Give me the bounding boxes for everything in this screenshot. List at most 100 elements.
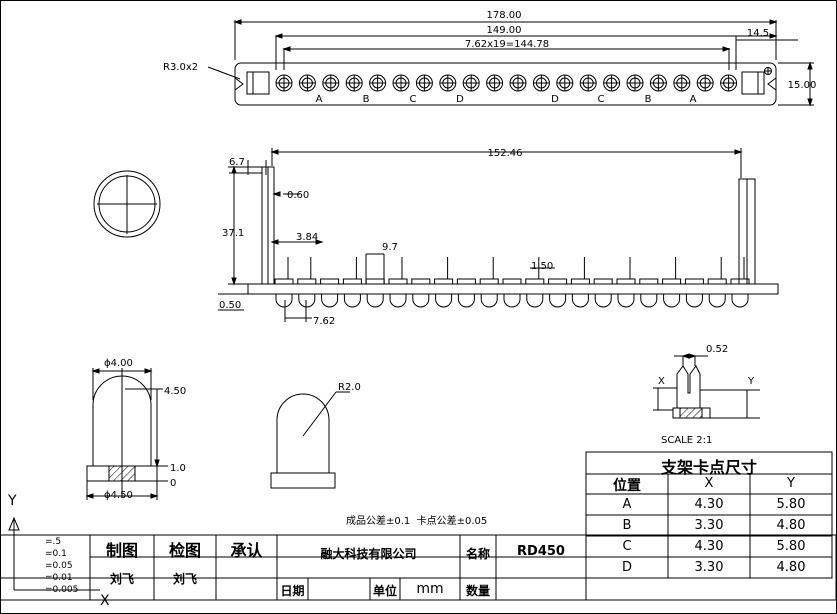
tolerance-4: =0.01 — [45, 573, 73, 583]
dim-led-height: 4.50 — [164, 386, 186, 397]
pin-socket — [274, 278, 294, 285]
pin-lens — [731, 294, 749, 308]
table-row-c-x: 4.30 — [694, 539, 724, 554]
dim-1-50: 1.50 — [531, 261, 553, 272]
dim-7-62: 7.62 — [313, 316, 335, 327]
pin-socket — [320, 278, 340, 285]
pin-lens — [549, 294, 567, 308]
tolerance-1: =.5 — [45, 537, 62, 547]
pin-socket — [548, 278, 568, 285]
pin-socket — [411, 278, 431, 285]
pin-lens — [571, 294, 589, 308]
approve-label: 承认 — [230, 541, 263, 560]
dim-3-84: 3.84 — [296, 232, 318, 243]
ucs-icon — [8, 516, 100, 591]
pin-socket — [525, 278, 545, 285]
pin-lens — [685, 294, 703, 308]
date-label: 日期 — [280, 584, 305, 598]
pin-lens — [366, 294, 384, 308]
title-block-grid — [0, 534, 837, 601]
pin-socket — [434, 278, 454, 285]
top-view-holes — [275, 74, 738, 92]
detail-scale: SCALE 2:1 — [661, 435, 712, 446]
pin-socket — [502, 278, 522, 285]
name-label: 名称 — [465, 547, 490, 561]
tolerance-3: =0.05 — [45, 561, 73, 571]
label-b1: B — [363, 94, 370, 105]
table-row-b-label: B — [622, 518, 632, 533]
label-b2: B — [645, 94, 652, 105]
detail-view-text: 0.52 X Y SCALE 2:1 — [658, 344, 755, 446]
label-d2: D — [551, 94, 559, 105]
label-a2: A — [690, 94, 697, 105]
support-table-title: 支架卡点尺寸 — [660, 458, 757, 477]
dim-dia-top: ϕ4.00 — [104, 358, 133, 369]
dim-0-50: 0.50 — [219, 300, 241, 311]
dim-dia-base: ϕ4.50 — [104, 490, 133, 501]
dim-end-offset: 14.5 — [747, 28, 769, 39]
drawn-label: 制图 — [105, 541, 138, 560]
unit-label: 单位 — [372, 584, 397, 598]
pin-socket — [684, 278, 704, 285]
tolerance-5: =0.005 — [45, 585, 79, 595]
qty-label: 数量 — [465, 584, 490, 598]
dim-height: 15.00 — [788, 80, 817, 91]
table-row-d-label: D — [621, 560, 632, 575]
unit-value: mm — [416, 581, 444, 597]
pin-lens — [321, 294, 339, 308]
dim-6-7: 6.7 — [229, 157, 245, 168]
pin-lens — [343, 294, 361, 308]
table-row-a-y: 5.80 — [776, 497, 806, 512]
support-table-grid — [585, 451, 833, 579]
table-row-d-x: 3.30 — [694, 560, 724, 575]
pin-socket — [479, 278, 499, 285]
top-view-text: 178.00 149.00 7.62x19=144.78 14.5 15.00 … — [163, 10, 816, 105]
detail-view — [653, 353, 760, 419]
table-row-a-x: 4.30 — [694, 497, 724, 512]
dim-9-7: 9.7 — [382, 242, 398, 253]
table-row-b-y: 4.80 — [776, 518, 806, 533]
dim-hole-span: 149.00 — [487, 25, 522, 36]
table-row-c-label: C — [622, 539, 632, 554]
label-d1: D — [456, 94, 464, 105]
drawn-by: 刘飞 — [109, 572, 134, 586]
table-row-b-x: 3.30 — [694, 518, 724, 533]
pin-socket — [570, 278, 590, 285]
pin-lens — [708, 294, 726, 308]
pin-lens — [298, 294, 316, 308]
pin-socket — [365, 278, 385, 285]
pin-socket — [456, 278, 476, 285]
side-view — [218, 148, 779, 322]
pin-socket — [297, 278, 317, 285]
pin-socket — [388, 278, 408, 285]
dim-37-1: 37.1 — [222, 228, 244, 239]
pin-lens — [412, 294, 430, 308]
pin-socket — [342, 278, 362, 285]
pin-lens — [526, 294, 544, 308]
led-view — [85, 368, 168, 500]
pin-lens — [640, 294, 658, 308]
pin-lens — [617, 294, 635, 308]
dim-zero: 0 — [170, 478, 176, 489]
name-value: RD450 — [517, 544, 565, 559]
pin-socket — [730, 278, 750, 285]
ucs-x-label: X — [100, 593, 110, 609]
ucs-y-label: Y — [7, 493, 17, 509]
pin-lens — [663, 294, 681, 308]
check-label: 检图 — [168, 541, 201, 560]
round-view — [93, 170, 161, 238]
tolerance-note: 成品公差±0.1 卡点公差±0.05 — [346, 516, 488, 527]
table-row-a-label: A — [622, 497, 632, 512]
pin-lens — [435, 294, 453, 308]
label-a1: A — [316, 94, 323, 105]
pin-lens — [389, 294, 407, 308]
led-view-text: ϕ4.00 4.50 1.0 0 ϕ4.50 — [104, 358, 186, 501]
side-view-text: 152.46 6.7 0.60 37.1 3.84 9.7 1.50 0.50 … — [219, 148, 553, 327]
dome-view — [270, 391, 350, 489]
dim-detail-y: Y — [747, 376, 755, 387]
dim-side-length: 152.46 — [488, 148, 523, 159]
table-row-c-y: 5.80 — [776, 539, 806, 554]
ucs-text: Y X — [7, 493, 110, 609]
pin-socket — [662, 278, 682, 285]
